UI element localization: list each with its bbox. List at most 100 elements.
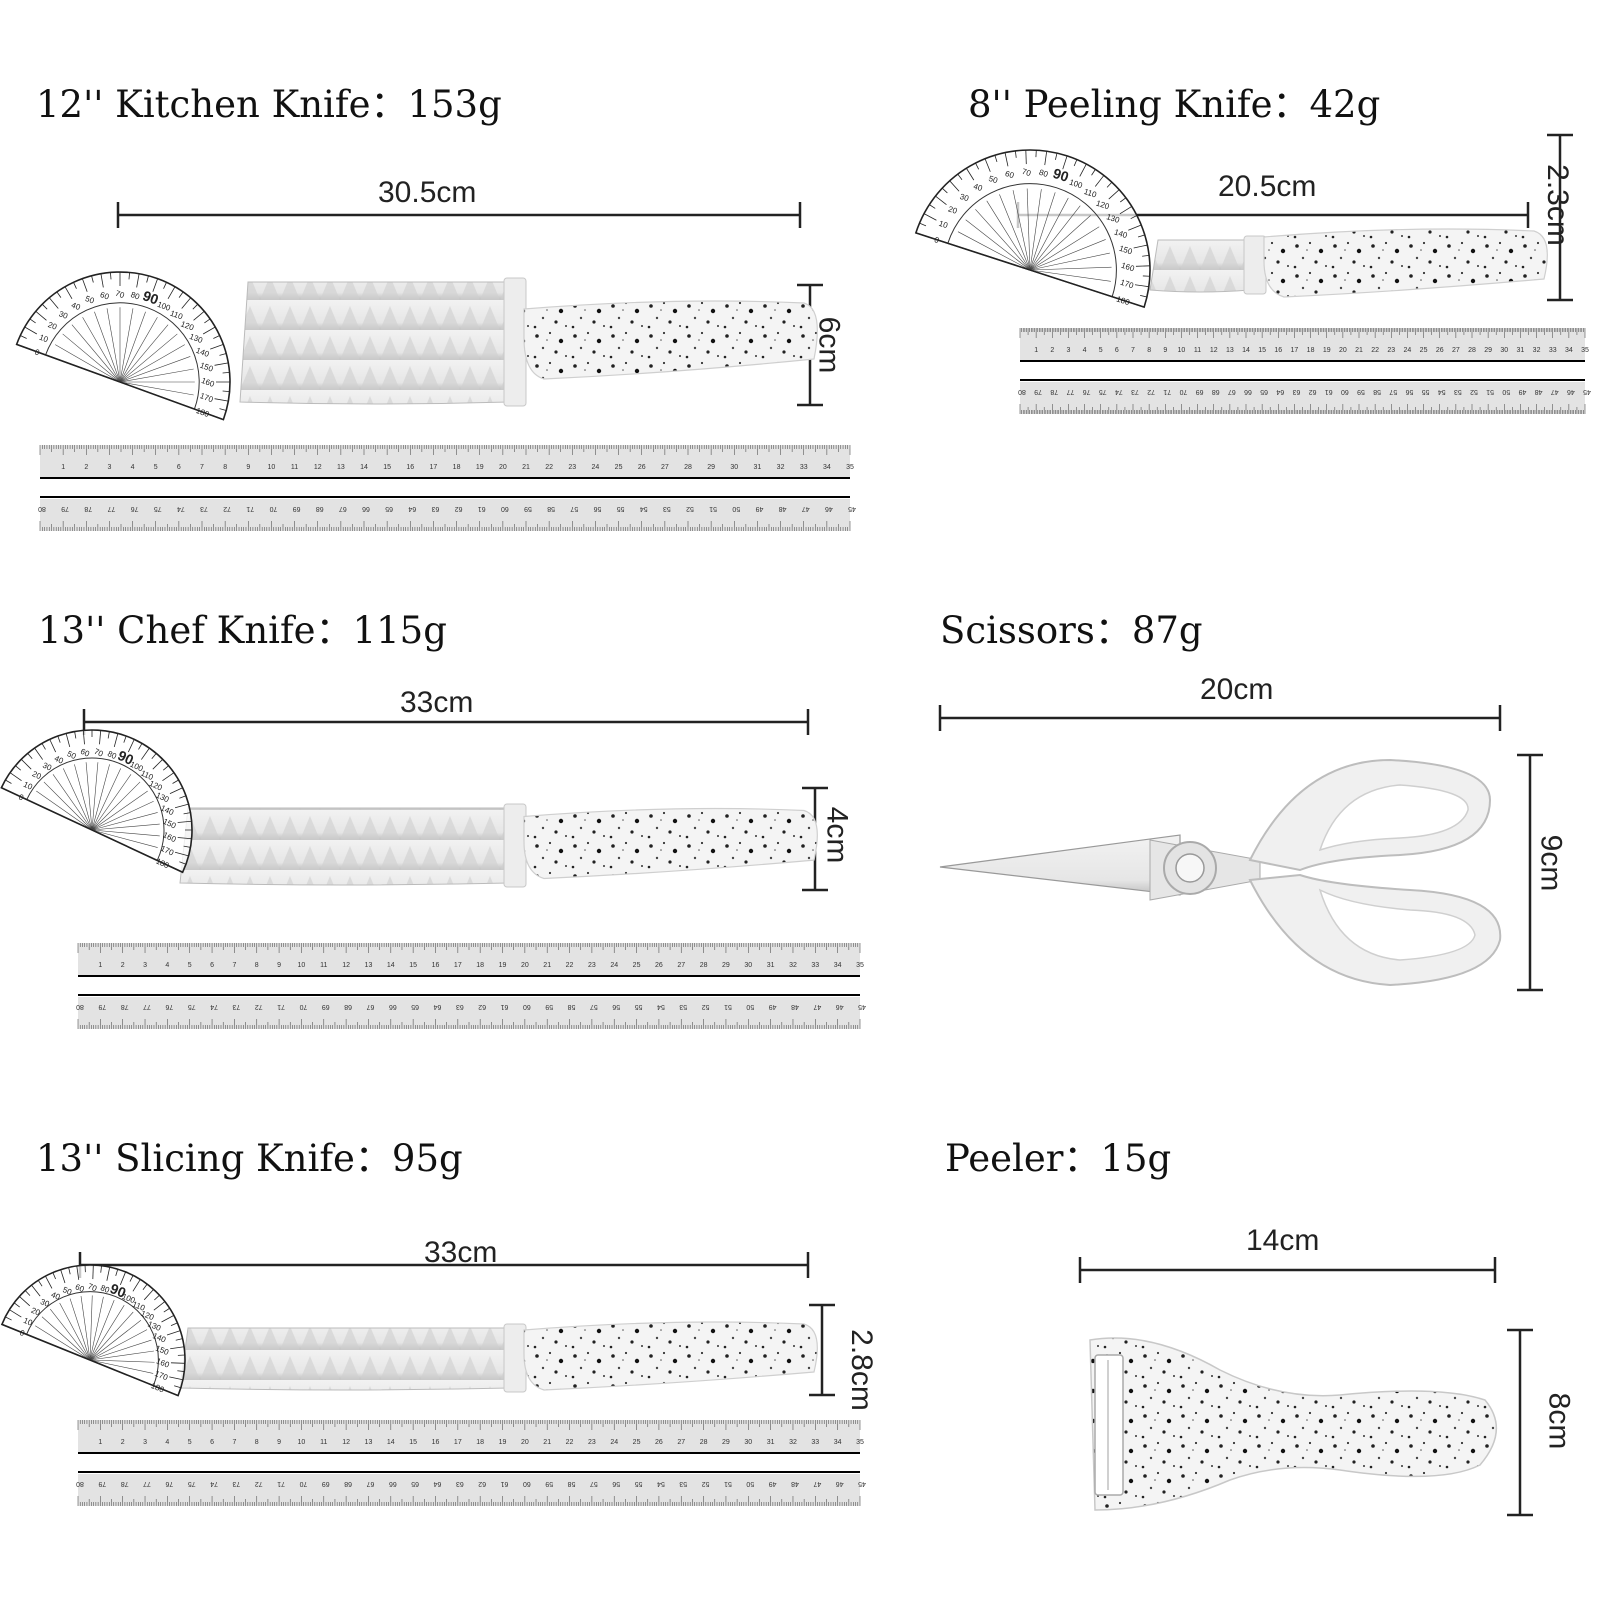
svg-text:31: 31 <box>754 464 762 471</box>
svg-text:65: 65 <box>385 505 393 512</box>
peeling-knife-protractor: 0102030405060708090100110120130140150160… <box>914 149 1151 309</box>
svg-text:78: 78 <box>121 1003 129 1010</box>
peeling-knife-width-label: 2.3cm <box>1540 164 1574 246</box>
svg-text:31: 31 <box>767 1439 775 1446</box>
svg-text:80: 80 <box>129 290 141 302</box>
svg-text:70: 70 <box>299 1003 307 1010</box>
svg-text:48: 48 <box>791 1003 799 1010</box>
svg-text:20: 20 <box>47 320 59 332</box>
peeler-length-dimension <box>1078 1257 1497 1283</box>
svg-text:14: 14 <box>1242 347 1250 354</box>
svg-text:12: 12 <box>1210 347 1218 354</box>
svg-text:40: 40 <box>70 301 82 313</box>
svg-text:76: 76 <box>131 505 139 512</box>
svg-text:150: 150 <box>1118 244 1134 257</box>
svg-text:170: 170 <box>199 391 215 404</box>
svg-text:11: 11 <box>320 962 327 969</box>
svg-text:45: 45 <box>858 1480 866 1487</box>
chef-knife-width-label: 4cm <box>820 806 854 864</box>
svg-text:70: 70 <box>114 289 126 301</box>
scissors-illustration <box>939 758 1502 987</box>
svg-text:14: 14 <box>387 962 395 969</box>
svg-text:24: 24 <box>610 1439 618 1446</box>
svg-text:45: 45 <box>848 505 856 512</box>
svg-text:65: 65 <box>1260 388 1268 395</box>
svg-text:55: 55 <box>635 1480 643 1487</box>
svg-text:1: 1 <box>1034 347 1038 354</box>
svg-text:13: 13 <box>365 1439 373 1446</box>
kitchen-knife-length-dimension <box>116 202 802 228</box>
svg-text:56: 56 <box>612 1003 620 1010</box>
svg-text:80: 80 <box>76 1003 84 1010</box>
svg-text:100: 100 <box>1068 178 1084 191</box>
svg-text:9: 9 <box>1163 347 1167 354</box>
svg-text:40: 40 <box>50 1290 62 1302</box>
svg-text:58: 58 <box>547 505 555 512</box>
svg-text:50: 50 <box>84 294 96 306</box>
svg-text:66: 66 <box>389 1003 397 1010</box>
svg-text:70: 70 <box>1179 388 1187 395</box>
svg-text:79: 79 <box>1034 388 1042 395</box>
svg-text:63: 63 <box>456 1003 464 1010</box>
svg-text:2: 2 <box>121 962 125 969</box>
svg-text:55: 55 <box>1422 388 1430 395</box>
svg-text:30: 30 <box>744 1439 752 1446</box>
svg-text:46: 46 <box>1567 388 1575 395</box>
svg-text:14: 14 <box>360 464 368 471</box>
svg-text:60: 60 <box>523 1003 531 1010</box>
svg-text:20: 20 <box>521 962 529 969</box>
svg-text:74: 74 <box>1115 388 1123 395</box>
svg-text:51: 51 <box>1486 388 1494 395</box>
svg-text:26: 26 <box>655 962 663 969</box>
svg-text:150: 150 <box>199 361 215 374</box>
svg-text:25: 25 <box>633 1439 641 1446</box>
svg-text:28: 28 <box>700 1439 708 1446</box>
svg-text:23: 23 <box>568 464 576 471</box>
svg-text:7: 7 <box>1131 347 1135 354</box>
scissors-width-dimension <box>1517 753 1543 992</box>
svg-text:130: 130 <box>188 332 204 345</box>
svg-text:29: 29 <box>1484 347 1492 354</box>
svg-text:21: 21 <box>543 962 551 969</box>
svg-text:68: 68 <box>1212 388 1220 395</box>
svg-text:28: 28 <box>684 464 692 471</box>
svg-text:59: 59 <box>545 1003 553 1010</box>
svg-text:8: 8 <box>1147 347 1151 354</box>
svg-text:11: 11 <box>1194 347 1201 354</box>
svg-text:16: 16 <box>1274 347 1282 354</box>
scissors-width-label: 9cm <box>1534 834 1568 892</box>
svg-text:22: 22 <box>566 962 574 969</box>
svg-text:49: 49 <box>755 505 763 512</box>
svg-text:80: 80 <box>106 749 118 761</box>
svg-text:79: 79 <box>98 1003 106 1010</box>
svg-text:25: 25 <box>633 962 641 969</box>
svg-text:73: 73 <box>1131 388 1139 395</box>
svg-text:58: 58 <box>1373 388 1381 395</box>
svg-text:71: 71 <box>277 1003 285 1010</box>
svg-text:13: 13 <box>1226 347 1234 354</box>
svg-text:47: 47 <box>1551 388 1559 395</box>
svg-text:28: 28 <box>700 962 708 969</box>
svg-text:32: 32 <box>777 464 785 471</box>
svg-text:14: 14 <box>387 1439 395 1446</box>
svg-text:61: 61 <box>501 1480 509 1487</box>
svg-text:48: 48 <box>791 1480 799 1487</box>
svg-text:67: 67 <box>366 1003 374 1010</box>
svg-text:30: 30 <box>39 1297 51 1309</box>
svg-text:50: 50 <box>1502 388 1510 395</box>
svg-text:53: 53 <box>1454 388 1462 395</box>
svg-text:6: 6 <box>210 962 214 969</box>
svg-text:10: 10 <box>298 962 306 969</box>
svg-text:69: 69 <box>322 1480 330 1487</box>
svg-text:13: 13 <box>337 464 345 471</box>
svg-text:10: 10 <box>938 219 950 230</box>
svg-text:10: 10 <box>298 1439 306 1446</box>
svg-text:10: 10 <box>22 1316 34 1328</box>
svg-text:3: 3 <box>1066 347 1070 354</box>
svg-text:4: 4 <box>165 962 169 969</box>
svg-text:20: 20 <box>30 1306 42 1318</box>
svg-text:66: 66 <box>362 505 370 512</box>
svg-text:25: 25 <box>1420 347 1428 354</box>
